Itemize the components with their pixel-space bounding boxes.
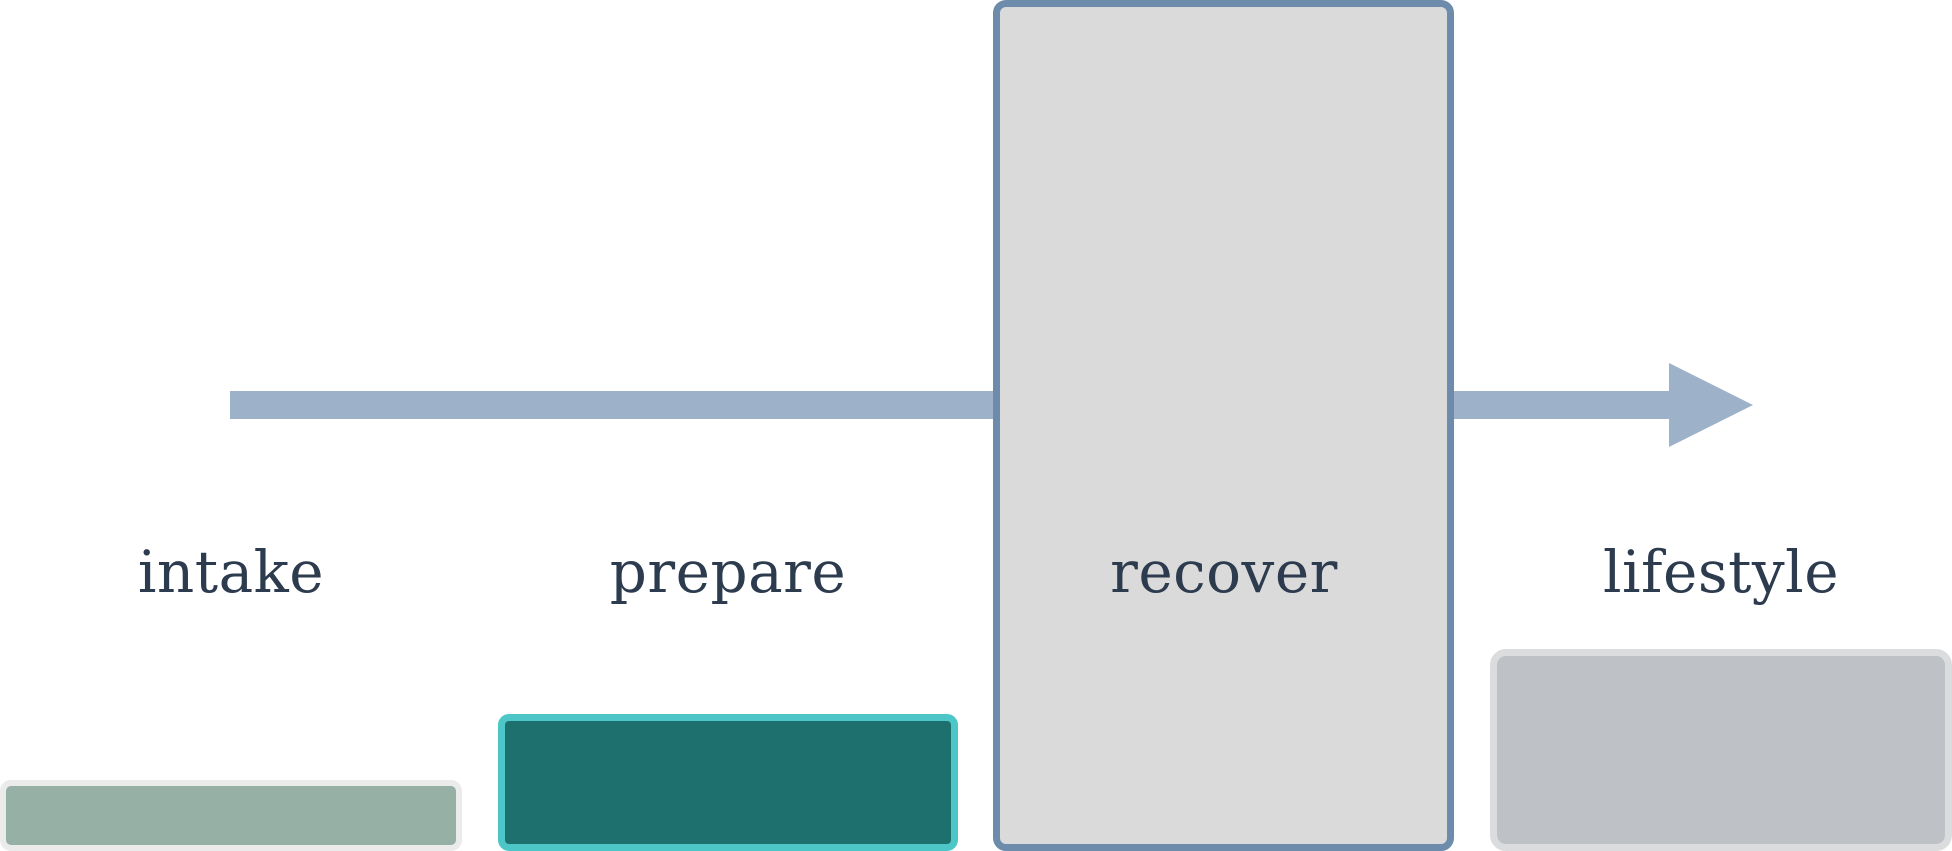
stage-bar-recover xyxy=(993,0,1454,851)
stage-label-prepare: prepare xyxy=(609,538,847,606)
stage-label-recover: recover xyxy=(1110,538,1338,606)
timeline-arrow-shaft xyxy=(230,391,1675,419)
stage-bar-intake xyxy=(0,780,462,851)
stage-bar-lifestyle xyxy=(1490,649,1952,851)
stage-label-intake: intake xyxy=(137,538,325,606)
stage-bar-prepare xyxy=(498,714,958,851)
stage-label-lifestyle: lifestyle xyxy=(1602,538,1840,606)
timeline-arrow-head xyxy=(1669,363,1753,447)
